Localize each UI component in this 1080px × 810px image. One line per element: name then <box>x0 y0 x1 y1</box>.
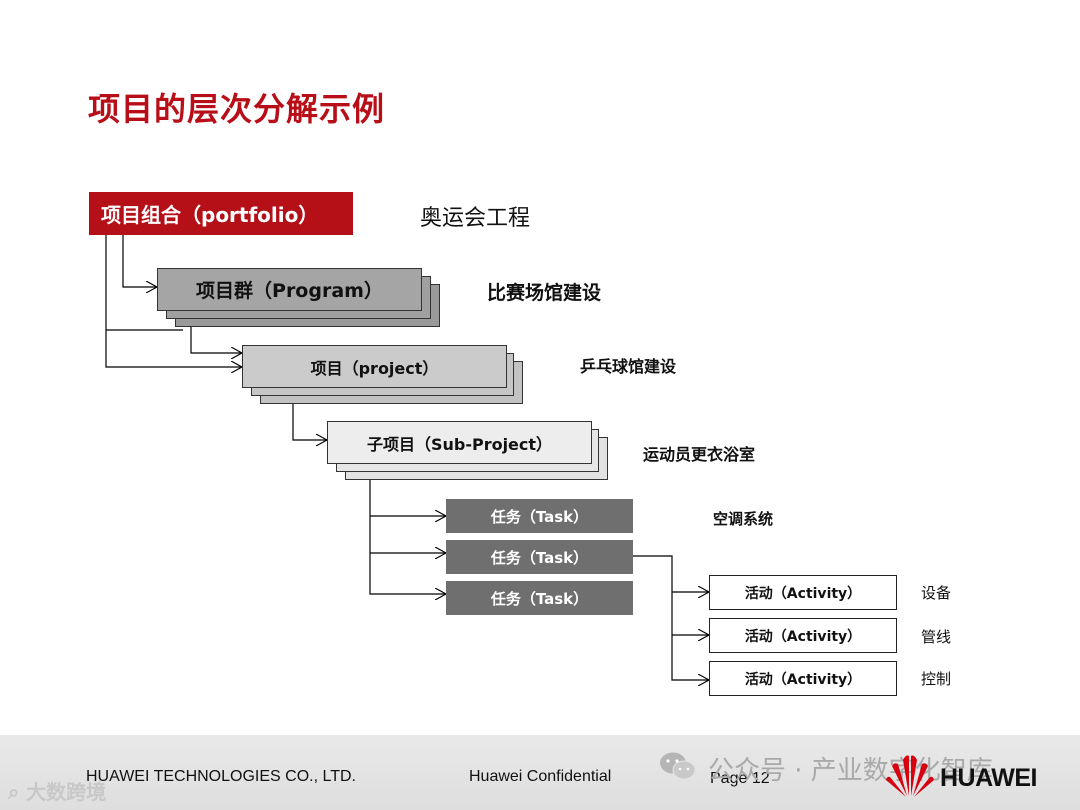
wechat-icon <box>658 750 698 782</box>
project-example: 乒乓球馆建设 <box>580 357 677 376</box>
activity-example-3: 控制 <box>921 670 952 688</box>
activity-box-2: 活动（Activity） <box>709 618 897 653</box>
corner-watermark: ⌕ 大数跨境 <box>8 776 106 805</box>
corner-watermark-logo-icon: ⌕ <box>8 780 27 804</box>
activity-box-1: 活动（Activity） <box>709 575 897 610</box>
program-example: 比赛场馆建设 <box>487 282 602 304</box>
footer-confidential: Huawei Confidential <box>469 768 612 785</box>
portfolio-box: 项目组合（portfolio） <box>89 192 353 235</box>
program-box: 项目群（Program） <box>157 268 422 311</box>
project-box: 项目（project） <box>242 345 507 388</box>
activity-example-1: 设备 <box>921 584 952 602</box>
portfolio-example: 奥运会工程 <box>420 206 531 231</box>
slide-title: 项目的层次分解示例 <box>88 90 386 128</box>
activity-example-2: 管线 <box>921 628 952 646</box>
corner-watermark-text: 大数跨境 <box>26 780 107 804</box>
sub-project-box: 子项目（Sub-Project） <box>327 421 592 464</box>
task-box-3: 任务（Task） <box>446 581 633 615</box>
footer-company: HUAWEI TECHNOLOGIES CO., LTD. <box>86 768 356 785</box>
sub-project-example: 运动员更衣浴室 <box>643 445 756 464</box>
huawei-logo-icon <box>884 752 936 802</box>
task-box-2: 任务（Task） <box>446 540 633 574</box>
huawei-brand: HUAWEI <box>940 764 1038 792</box>
footer-page-number: Page 12 <box>710 770 770 787</box>
task-example: 空调系统 <box>713 510 774 528</box>
activity-box-3: 活动（Activity） <box>709 661 897 696</box>
task-box-1: 任务（Task） <box>446 499 633 533</box>
wechat-watermark: 公众号 · 产业数字化智库 <box>708 756 993 786</box>
